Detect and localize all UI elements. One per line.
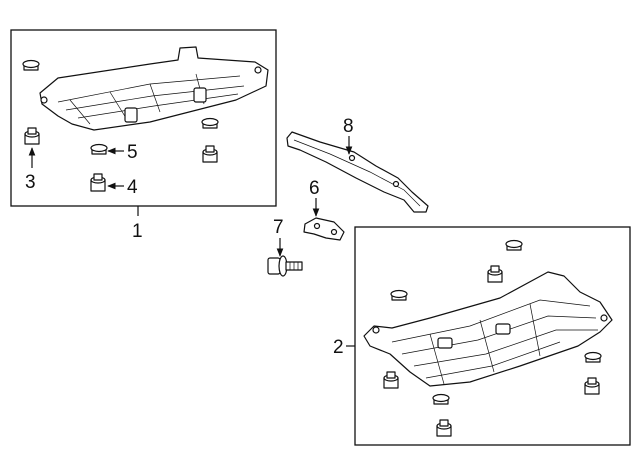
bracket-icon[interactable]	[286, 131, 429, 213]
callout-6: 6	[309, 178, 320, 199]
clip-icon[interactable]	[201, 117, 219, 129]
clip-icon[interactable]	[432, 393, 450, 405]
nut-icon[interactable]	[90, 173, 106, 192]
callout-3: 3	[25, 172, 36, 193]
bracket-icon[interactable]	[303, 217, 345, 241]
clip-icon[interactable]	[390, 289, 408, 301]
callout-1: 1	[132, 221, 143, 242]
callout-4: 4	[127, 177, 138, 198]
nut-icon[interactable]	[383, 371, 399, 389]
nut-icon[interactable]	[584, 377, 600, 395]
clip-icon[interactable]	[22, 59, 40, 71]
clip-icon[interactable]	[584, 351, 602, 363]
callout-5: 5	[127, 142, 138, 163]
shield-icon[interactable]	[363, 271, 613, 387]
group-box-right	[354, 226, 631, 446]
callout-2: 2	[333, 337, 344, 358]
callout-8: 8	[343, 116, 354, 137]
group-box-left	[10, 29, 277, 207]
callout-7: 7	[273, 217, 284, 238]
nut-icon[interactable]	[202, 145, 218, 163]
nut-icon[interactable]	[24, 127, 40, 145]
shield-icon[interactable]	[39, 46, 269, 131]
nut-icon[interactable]	[487, 265, 503, 283]
clip-icon[interactable]	[505, 239, 523, 251]
bolt-icon[interactable]	[267, 255, 303, 277]
clip-icon[interactable]	[90, 143, 108, 155]
nut-icon[interactable]	[436, 419, 452, 437]
